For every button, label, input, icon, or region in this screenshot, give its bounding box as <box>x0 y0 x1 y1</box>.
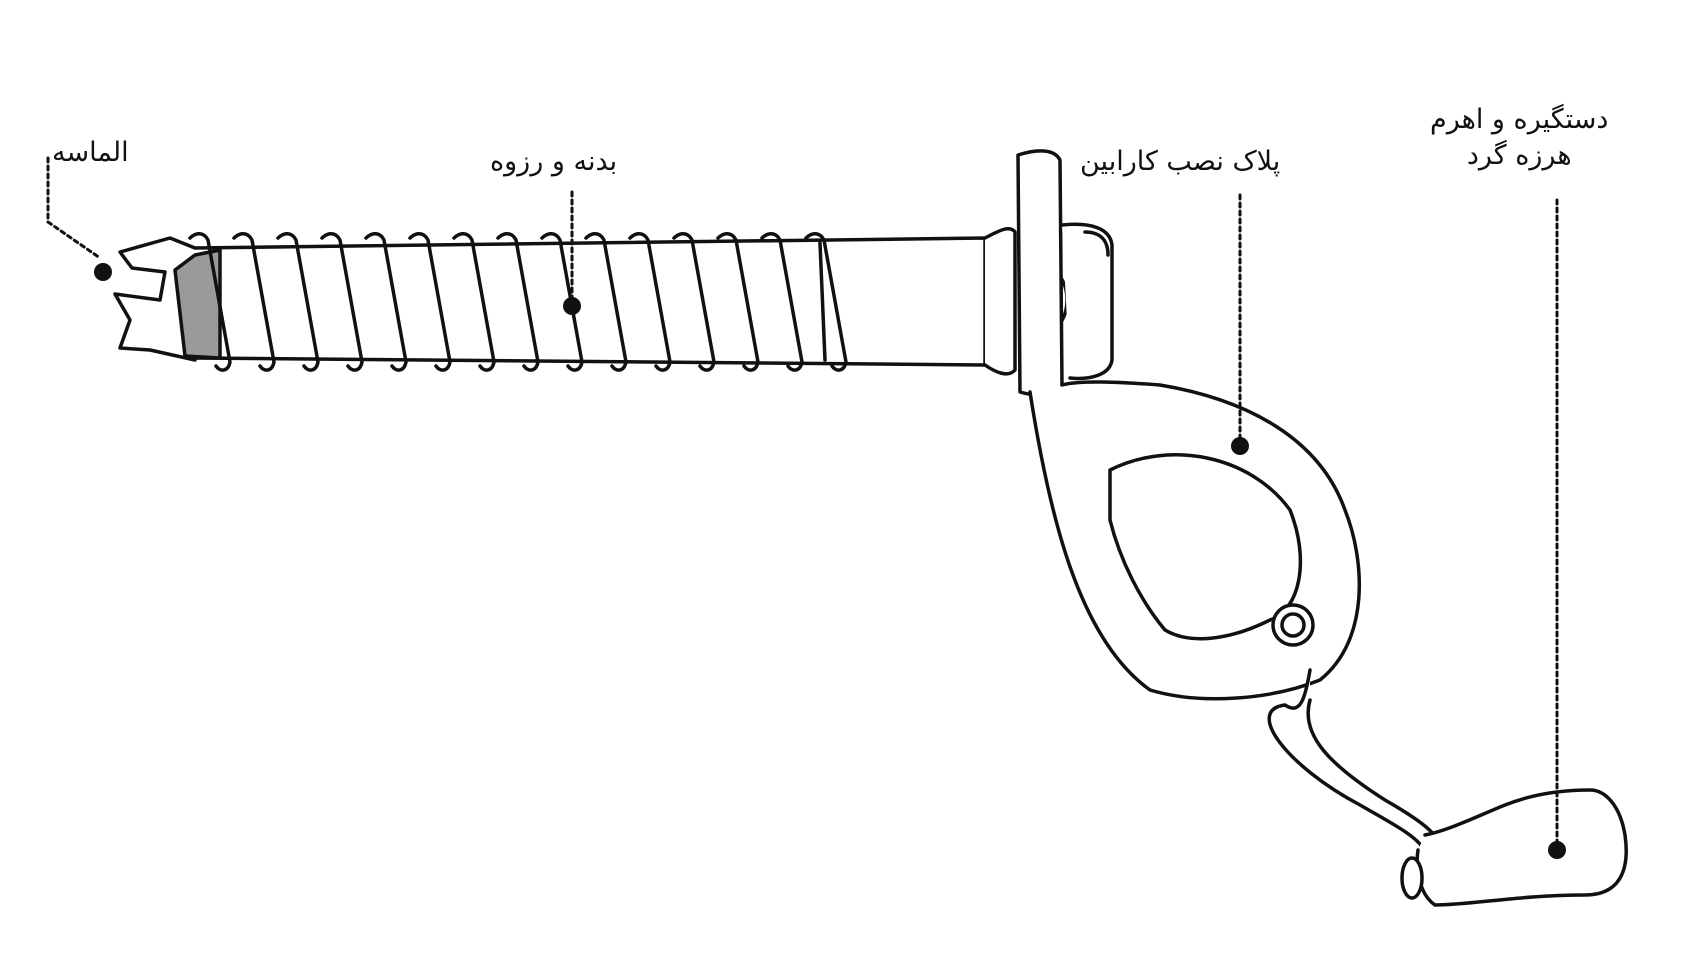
thread-winding <box>320 232 364 372</box>
leader-lines <box>46 156 1559 852</box>
thread-winding <box>760 232 804 372</box>
screw-threads <box>188 232 848 372</box>
dot-tip <box>94 263 112 281</box>
dot-plate <box>1231 437 1249 455</box>
thread-winding <box>804 232 848 372</box>
rotating-handle-knob <box>1400 788 1628 907</box>
label-handle: دستگیره و اهرم هرزه گرد <box>1430 102 1608 175</box>
thread-winding <box>672 232 716 372</box>
label-body-thread: بدنه و رزوه <box>490 146 618 177</box>
mounting-flange <box>1016 149 1114 397</box>
thread-winding <box>232 232 276 372</box>
thread-winding <box>276 232 320 372</box>
thread-winding <box>584 232 628 372</box>
thread-winding <box>628 232 672 372</box>
label-handle-line1: دستگیره و اهرم <box>1430 104 1609 135</box>
thread-winding <box>452 232 496 372</box>
thread-winding <box>364 232 408 372</box>
thread-winding <box>188 232 232 372</box>
label-tip: الماسه <box>52 137 129 168</box>
screw-tip-teeth <box>113 236 222 362</box>
dot-body <box>563 297 581 315</box>
thread-winding <box>496 232 540 372</box>
label-carabiner-plate: پلاک نصب کارابین <box>1080 146 1281 177</box>
leader-dots <box>94 263 1566 859</box>
dot-handle <box>1548 841 1566 859</box>
carabiner-mounting-plate <box>1028 380 1361 701</box>
crank-lever-arm <box>1267 668 1442 854</box>
thread-winding <box>408 232 452 372</box>
label-handle-line2: هرزه گرد <box>1466 140 1572 172</box>
thread-winding <box>716 232 760 372</box>
leader-tip <box>46 156 102 260</box>
